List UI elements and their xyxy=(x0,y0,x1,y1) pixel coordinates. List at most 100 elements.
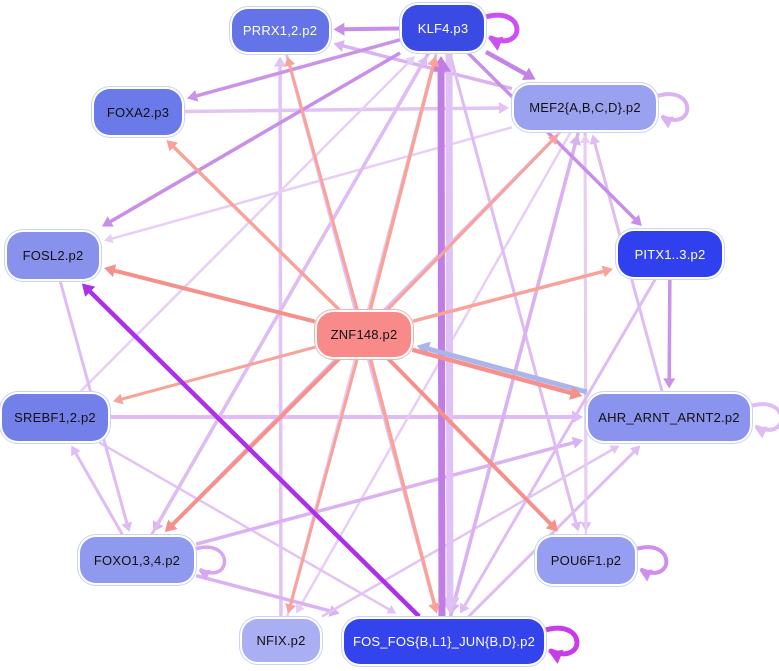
edge-znf148-fos_jun xyxy=(368,358,437,607)
edge-znf148-klf4-arrowhead xyxy=(427,56,440,68)
edge-foxo1_3_4-fos_jun xyxy=(195,573,333,614)
edge-fos_jun-klf4-arrowhead xyxy=(431,56,451,72)
edge-znf148-klf4 xyxy=(368,63,436,310)
edge-foxo1_3_4-klf4 xyxy=(150,61,425,536)
self-loop-fos_jun xyxy=(539,625,580,657)
node-label: KLF4.p3 xyxy=(417,20,469,36)
edge-mef2-prrx1_2-arrowhead xyxy=(333,40,345,52)
self-loop-mef2 xyxy=(652,92,690,122)
edge-klf4-foxa2-arrowhead xyxy=(187,89,199,102)
edge-znf148-foxa2-arrowhead xyxy=(166,140,178,152)
node-foxa2[interactable]: FOXA2.p3 xyxy=(94,89,182,135)
node-label: NFIX.p2 xyxy=(256,632,306,648)
node-ahr_arnt_arnt2[interactable]: AHR_ARNT_ARNT2.p2 xyxy=(588,393,750,441)
edge-klf4-pitx1_3-arrowhead xyxy=(630,214,642,226)
edge-znf148-pou6f1 xyxy=(386,357,554,527)
node-nfix[interactable]: NFIX.p2 xyxy=(242,618,320,662)
edge-pitx1_3-fos_jun-arrowhead xyxy=(459,602,470,614)
self-loop-ahr_arnt_arnt2 xyxy=(746,402,779,432)
edge-znf148-mef2 xyxy=(386,138,555,311)
edge-mef2-nfix-arrowhead xyxy=(296,603,305,614)
node-fosl2[interactable]: FOSL2.p2 xyxy=(7,231,99,279)
edge-znf148-ahr_arnt_arnt2 xyxy=(411,347,574,396)
node-label: SREBF1,2.p2 xyxy=(14,409,96,425)
edge-nfix-prrx1_2 xyxy=(278,64,283,617)
edge-klf4-fos_jun xyxy=(445,52,454,600)
node-label: FOXO1,3,4.p2 xyxy=(93,552,181,568)
node-fos_jun[interactable]: FOS_FOS{B,L1}_JUN{B,D}.p2 xyxy=(344,618,544,664)
edge-srebf1_2-fos_jun xyxy=(98,441,392,612)
node-label: PRRX1,2.p2 xyxy=(242,22,318,38)
edge-fosl2-foxo1_3_4-arrowhead xyxy=(121,521,133,532)
edge-mef2-nfix xyxy=(298,130,573,609)
edge-fos_jun-fosl2 xyxy=(87,288,421,619)
self-loop-ahr_arnt_arnt2-arrowhead xyxy=(755,426,768,439)
edge-fos_jun-fosl2-arrowhead xyxy=(81,283,96,297)
edge-ahr_arnt_arnt2-mef2-arrowhead xyxy=(589,134,601,145)
self-loop-fos_jun-arrowhead xyxy=(549,649,564,664)
edge-znf148-srebf1_2 xyxy=(119,345,316,401)
node-label: FOS_FOS{B,L1}_JUN{B,D}.p2 xyxy=(352,633,536,649)
edge-srebf1_2-ahr_arnt_arnt2-arrowhead xyxy=(572,410,583,424)
edge-znf148-nfix-arrowhead xyxy=(285,603,296,614)
edge-foxa2-mef2-arrowhead xyxy=(498,101,509,115)
edge-znf148-prrx1_2 xyxy=(287,63,359,310)
edge-klf4-fosl2-arrowhead xyxy=(101,216,114,227)
edge-nfix-ahr_arnt_arnt2-arrowhead xyxy=(609,445,620,455)
edge-mef2-fosl2 xyxy=(109,126,513,241)
edge-srebf1_2-fos_jun-arrowhead xyxy=(386,604,397,614)
node-label: PITX1..3.p2 xyxy=(634,246,706,262)
edge-klf4-prrx1_2-arrowhead xyxy=(333,22,345,36)
edge-nfix-ahr_arnt_arnt2 xyxy=(321,447,615,618)
edge-klf4-pou6f1-arrowhead xyxy=(570,521,582,532)
edge-pou6f1-mef2-arrowhead xyxy=(580,134,591,144)
edge-foxo1_3_4-srebf1_2 xyxy=(73,451,124,536)
node-label: ZNF148.p2 xyxy=(330,326,398,342)
node-label: POU6F1.p2 xyxy=(550,552,622,568)
edge-ahr_arnt_arnt2-znf148 xyxy=(426,346,588,395)
edge-znf148-fos_jun-arrowhead xyxy=(428,602,441,614)
edge-znf148-pitx1_3-arrowhead xyxy=(601,265,613,278)
self-loop-klf4 xyxy=(479,12,520,44)
node-label: MEF2{A,B,C,D}.p2 xyxy=(529,99,641,115)
node-klf4[interactable]: KLF4.p3 xyxy=(402,5,484,51)
node-label: FOXA2.p3 xyxy=(106,104,170,120)
self-loop-mef2-arrowhead xyxy=(661,116,674,129)
node-srebf1_2[interactable]: SREBF1,2.p2 xyxy=(2,393,108,441)
node-pou6f1[interactable]: POU6F1.p2 xyxy=(537,536,635,584)
node-znf148[interactable]: ZNF148.p2 xyxy=(317,311,411,357)
edge-srebf1_2-klf4-arrowhead xyxy=(405,56,416,66)
edge-fos_jun-mef2-arrowhead xyxy=(569,134,582,146)
edge-foxo1_3_4-srebf1_2-arrowhead xyxy=(71,445,81,457)
edge-znf148-mef2-arrowhead xyxy=(547,134,559,146)
edge-znf148-nfix xyxy=(288,358,359,607)
node-foxo1_3_4[interactable]: FOXO1,3,4.p2 xyxy=(80,537,194,583)
node-label: FOSL2.p2 xyxy=(22,247,84,263)
edge-fos_jun-ahr_arnt_arnt2 xyxy=(467,449,637,618)
edge-mef2-fosl2-arrowhead xyxy=(104,233,114,244)
edge-pou6f1-mef2 xyxy=(583,140,588,535)
edge-znf148-prrx1_2-arrowhead xyxy=(284,56,296,67)
edge-znf148-foxo1_3_4 xyxy=(170,357,341,528)
edge-fos_jun-ahr_arnt_arnt2-arrowhead xyxy=(629,445,641,456)
edge-znf148-foxo1_3_4-arrowhead xyxy=(165,519,178,532)
self-loop-foxo1_3_4 xyxy=(190,545,227,575)
self-loop-foxo1_3_4-arrowhead xyxy=(199,569,211,581)
edge-znf148-fosl2 xyxy=(112,268,316,324)
edge-znf148-ahr_arnt_arnt2-arrowhead xyxy=(569,386,583,400)
self-loop-klf4-arrowhead xyxy=(489,36,504,51)
edge-klf4-foxa2 xyxy=(194,38,401,99)
edge-klf4-mef2-arrowhead xyxy=(521,67,536,81)
node-label: AHR_ARNT_ARNT2.p2 xyxy=(598,409,740,425)
edge-znf148-fosl2-arrowhead xyxy=(104,264,117,278)
edge-pitx1_3-fos_jun xyxy=(462,278,657,608)
edge-foxo1_3_4-fos_jun-arrowhead xyxy=(328,605,340,617)
node-prrx1_2[interactable]: PRRX1,2.p2 xyxy=(231,8,329,52)
node-mef2[interactable]: MEF2{A,B,C,D}.p2 xyxy=(514,84,656,130)
edge-nfix-prrx1_2-arrowhead xyxy=(274,56,287,67)
edge-znf148-foxa2 xyxy=(171,144,341,311)
node-pitx1_3[interactable]: PITX1..3.p2 xyxy=(618,231,722,277)
edge-pitx1_3-ahr_arnt_arnt2-arrowhead xyxy=(663,378,676,389)
edge-klf4-fosl2 xyxy=(108,51,401,224)
